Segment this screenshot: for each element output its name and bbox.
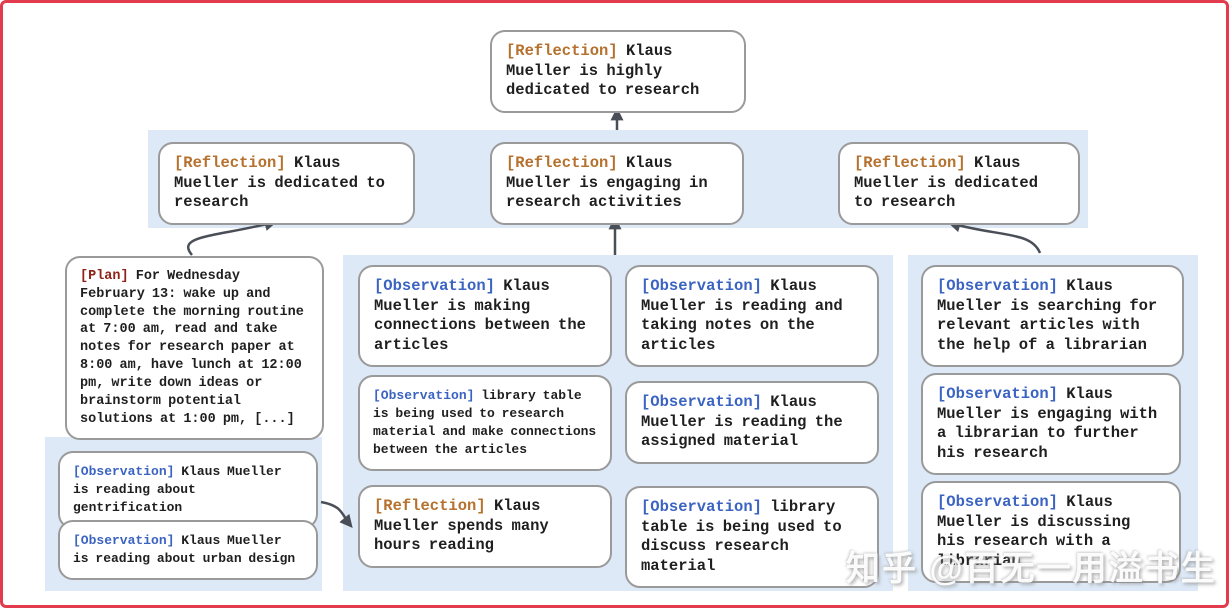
node-text: library table is being used to discuss r… xyxy=(641,498,842,575)
observation-tag: [Observation] xyxy=(373,388,475,403)
node-obs-assigned-material: [Observation] Klaus Mueller is reading t… xyxy=(625,381,879,464)
zhihu-watermark: 知乎 @百无一用溢书生 xyxy=(846,550,1217,588)
node-reflection-left: [Reflection] Klaus Mueller is dedicated … xyxy=(158,142,415,225)
node-text: Klaus Mueller is reading and taking note… xyxy=(641,277,843,354)
reflection-tag: [Reflection] xyxy=(174,154,286,172)
node-obs-engaging-librarian: [Observation] Klaus Mueller is engaging … xyxy=(921,373,1181,476)
node-obs-searching-articles: [Observation] Klaus Mueller is searching… xyxy=(921,265,1184,368)
node-obs-library-discuss: [Observation] library table is being use… xyxy=(625,486,879,589)
node-text: Klaus Mueller is making connections betw… xyxy=(374,277,586,354)
observation-tag: [Observation] xyxy=(937,277,1058,295)
observation-tag: [Observation] xyxy=(937,493,1058,511)
node-text: Klaus Mueller is reading about gentrific… xyxy=(73,464,282,515)
node-text: library table is being used to research … xyxy=(373,388,597,457)
node-text: Klaus Mueller spends many hours reading xyxy=(374,497,549,555)
node-obs-library-research: [Observation] library table is being use… xyxy=(358,375,612,471)
node-obs-taking-notes: [Observation] Klaus Mueller is reading a… xyxy=(625,265,879,368)
node-obs-connections: [Observation] Klaus Mueller is making co… xyxy=(358,265,612,368)
observation-tag: [Observation] xyxy=(374,277,495,295)
plan-tag: [Plan] xyxy=(80,269,129,284)
reflection-tag: [Reflection] xyxy=(506,42,618,60)
node-text: Klaus Mueller is reading about urban des… xyxy=(73,533,296,566)
node-text: Klaus Mueller is searching for relevant … xyxy=(937,277,1158,354)
node-text: Klaus Mueller is reading the assigned ma… xyxy=(641,393,843,451)
reflection-tag: [Reflection] xyxy=(374,497,486,515)
reflection-tag: [Reflection] xyxy=(854,154,966,172)
node-root-reflection: [Reflection] Klaus Mueller is highly ded… xyxy=(490,30,746,113)
observation-tag: [Observation] xyxy=(73,464,175,479)
observation-tag: [Observation] xyxy=(73,533,175,548)
node-text: Klaus Mueller is highly dedicated to res… xyxy=(506,42,700,100)
observation-tag: [Observation] xyxy=(937,385,1058,403)
node-text: Klaus Mueller is dedicated to research xyxy=(854,154,1039,212)
node-obs-urban-design: [Observation] Klaus Mueller is reading a… xyxy=(58,520,318,580)
node-text: Klaus Mueller is engaging in research ac… xyxy=(506,154,708,212)
node-text: Klaus Mueller is engaging with a librari… xyxy=(937,385,1158,462)
node-text: Klaus Mueller is dedicated to research xyxy=(174,154,385,212)
reflection-tag: [Reflection] xyxy=(506,154,618,172)
node-reflection-middle: [Reflection] Klaus Mueller is engaging i… xyxy=(490,142,744,225)
node-plan: [Plan] For Wednesday February 13: wake u… xyxy=(65,256,324,441)
node-obs-gentrification: [Observation] Klaus Mueller is reading a… xyxy=(58,451,318,529)
node-obs-discussing-research: [Observation] Klaus Mueller is discussin… xyxy=(921,481,1181,584)
node-reflection-hours-reading: [Reflection] Klaus Mueller spends many h… xyxy=(358,485,612,568)
observation-tag: [Observation] xyxy=(641,277,762,295)
node-reflection-right: [Reflection] Klaus Mueller is dedicated … xyxy=(838,142,1080,225)
node-text: Klaus Mueller is discussing his research… xyxy=(937,493,1131,570)
observation-tag: [Observation] xyxy=(641,393,762,411)
observation-tag: [Observation] xyxy=(641,498,762,516)
node-text: For Wednesday February 13: wake up and c… xyxy=(80,269,304,427)
